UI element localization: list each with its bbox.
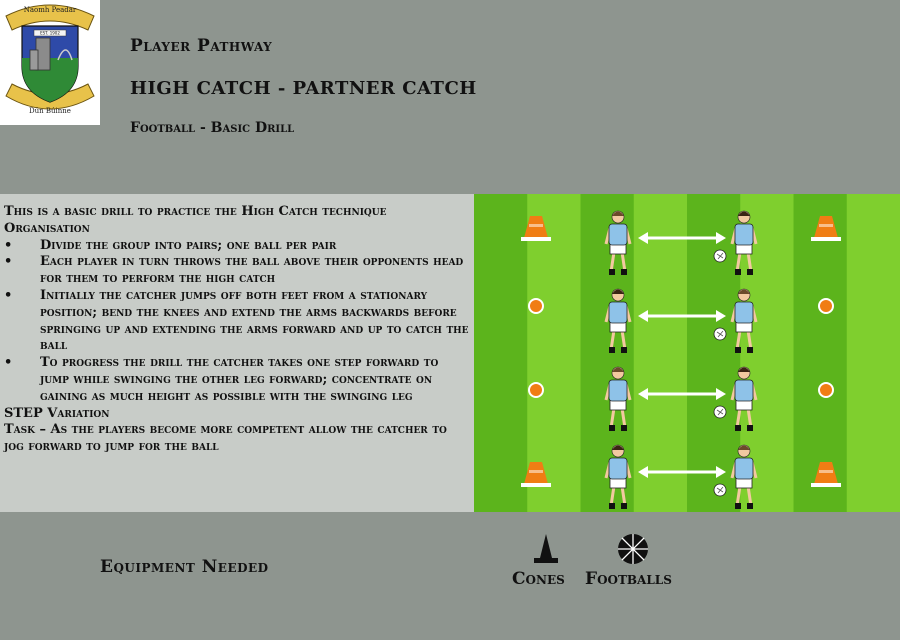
drill-description: This is a basic drill to practice the Hi… — [4, 204, 470, 456]
club-crest-logo: Naomh Peadar EST. 1902 Dún Búinne — [0, 0, 100, 125]
crest-est-text: EST. 1902 — [40, 31, 60, 36]
football-icon — [713, 405, 727, 419]
player-icon — [730, 366, 758, 431]
cone-icon — [532, 532, 560, 570]
task-text: Task – As the players become more compet… — [4, 422, 447, 455]
step-variation-heading: STEP Variation — [4, 405, 110, 421]
drill-description-panel: This is a basic drill to practice the Hi… — [0, 194, 474, 512]
double-arrow-icon — [638, 466, 726, 478]
player-icon — [730, 210, 758, 275]
pitch-stripe — [633, 194, 688, 512]
disc-marker — [818, 298, 834, 314]
equipment-needed-label: Equipment Needed — [100, 557, 269, 577]
page-title: HIGH CATCH - PARTNER CATCH — [130, 78, 477, 99]
pitch-stripe — [474, 194, 528, 512]
football-icon — [713, 483, 727, 497]
cone-marker — [811, 462, 841, 487]
disc-marker — [528, 298, 544, 314]
bullet-item: • Divide the group into pairs; one ball p… — [4, 238, 470, 255]
pitch-stripe — [527, 194, 581, 512]
football-icon — [713, 249, 727, 263]
bullet-item: • To progress the drill the catcher takes… — [4, 355, 470, 405]
crest-top-text: Naomh Peadar — [24, 6, 77, 14]
double-arrow-icon — [638, 310, 726, 322]
bullet-text: To progress the drill the catcher takes … — [40, 355, 439, 404]
intro-text: This is a basic drill to practice the Hi… — [4, 204, 387, 219]
player-icon — [730, 288, 758, 353]
pitch-stripe — [793, 194, 848, 512]
bullet-text: Initially the catcher jumps off both fee… — [40, 287, 469, 354]
bullet-item: • Each player in turn throws the ball abo… — [4, 254, 470, 288]
double-arrow-icon — [638, 388, 726, 400]
crest-bottom-text: Dún Búinne — [29, 107, 71, 115]
pitch-diagram — [474, 194, 900, 512]
cones-label: Cones — [512, 569, 565, 589]
drill-diagram-pitch — [474, 194, 900, 512]
bullet-text: Each player in turn throws the ball abov… — [40, 254, 464, 287]
football-icon — [713, 327, 727, 341]
disc-marker — [528, 382, 544, 398]
pitch-stripe — [846, 194, 900, 512]
footballs-label: Footballs — [585, 569, 672, 589]
bullet-item: • Initially the catcher jumps off both fe… — [4, 288, 470, 355]
page-category: Player Pathway — [130, 36, 273, 56]
organisation-heading: Organisation — [4, 220, 90, 236]
player-icon — [730, 444, 758, 509]
player-icon — [604, 210, 632, 275]
pitch-stripe — [687, 194, 741, 512]
bullet-dot: • — [4, 254, 13, 270]
cone-marker — [521, 462, 551, 487]
player-icon — [604, 444, 632, 509]
disc-marker — [818, 382, 834, 398]
player-icon — [604, 288, 632, 353]
bullet-dot: • — [4, 287, 13, 303]
cone-marker — [521, 216, 551, 241]
bullet-dot: • — [4, 355, 13, 371]
football-icon — [616, 532, 650, 570]
double-arrow-icon — [638, 232, 726, 244]
bullet-text: Divide the group into pairs; one ball pe… — [40, 237, 337, 253]
cone-marker — [811, 216, 841, 241]
page-subtitle: Football - Basic Drill — [130, 120, 295, 136]
player-icon — [604, 366, 632, 431]
bullet-dot: • — [4, 237, 13, 253]
